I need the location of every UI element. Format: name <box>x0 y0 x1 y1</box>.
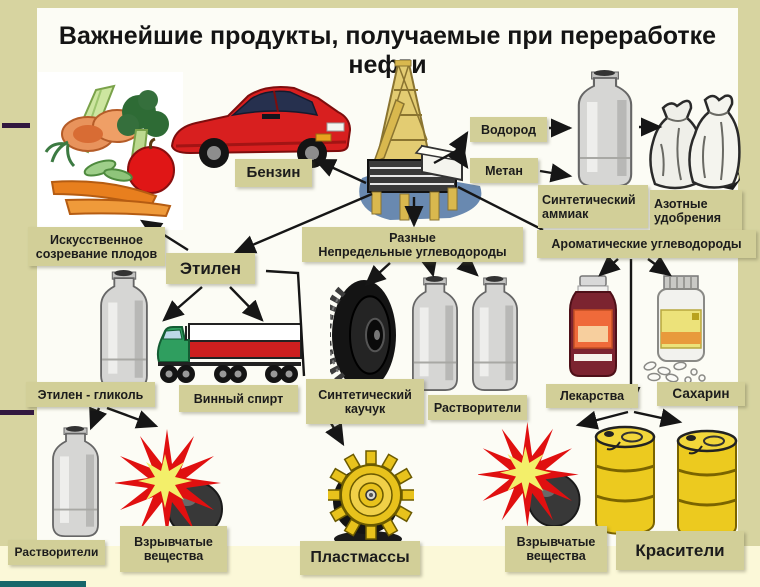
slide-title: Важнейшие продукты, получаемые при перер… <box>58 22 717 79</box>
tanker-truck-image <box>155 322 305 384</box>
bullet-dash-1 <box>2 123 30 128</box>
bottom-teal-bar <box>0 581 86 587</box>
solvent-bottle-1-image <box>408 276 462 394</box>
label-krasiteli: Красители <box>616 531 744 570</box>
label-rastvoriteli-mid: Растворители <box>428 395 527 420</box>
label-sint-kauchuk: Синтетический каучук <box>306 379 424 424</box>
label-azot-udobreniya: Азотные удобрения <box>650 190 742 231</box>
label-raznye-nepredelnye: Разные Непредельные углеводороды <box>302 227 523 262</box>
medicine-bottle-image <box>566 274 620 380</box>
fertilizer-sacks-image <box>645 84 741 196</box>
label-saharin: Сахарин <box>657 382 745 406</box>
explosion-right-image <box>478 418 590 533</box>
label-lekarstva: Лекарства <box>546 384 638 408</box>
glycol-bottle-image <box>96 270 152 392</box>
label-vinnyi-spirt: Винный спирт <box>179 385 298 412</box>
tire-image <box>330 278 400 392</box>
solvent-bottle-2-image <box>468 276 522 394</box>
pill-bottle-image <box>640 274 718 382</box>
label-aromaticheskie: Ароматические углеводороды <box>537 230 756 258</box>
label-benzin: Бензин <box>235 159 312 187</box>
ammonia-bottle-image <box>573 70 637 190</box>
label-vodorod: Водород <box>470 117 547 142</box>
explosion-left-image <box>115 425 233 543</box>
solvent-bottle-bottom-image <box>48 426 103 540</box>
bullet-dash-2 <box>0 410 34 415</box>
label-vzryvchatye-2: Взрывчатые вещества <box>505 526 607 572</box>
vegetables-image <box>38 72 183 230</box>
label-metan: Метан <box>470 158 538 183</box>
label-etilen: Этилен <box>166 253 255 284</box>
label-plastmassy: Пластмассы <box>300 541 420 575</box>
label-vzryvchatye-1: Взрывчатые вещества <box>120 526 227 572</box>
label-etilen-glikol: Этилен - гликоль <box>26 382 155 407</box>
red-car-image <box>166 76 356 181</box>
gear-image <box>328 443 414 547</box>
barrels-image <box>592 422 740 544</box>
label-sint-ammiak: Синтетический аммиак <box>538 185 648 228</box>
label-isk-sozrevanie: Искусственное созревание плодов <box>28 227 165 266</box>
oil-derrick-image <box>332 60 487 228</box>
label-rastvoriteli-bottom: Растворители <box>8 540 105 565</box>
